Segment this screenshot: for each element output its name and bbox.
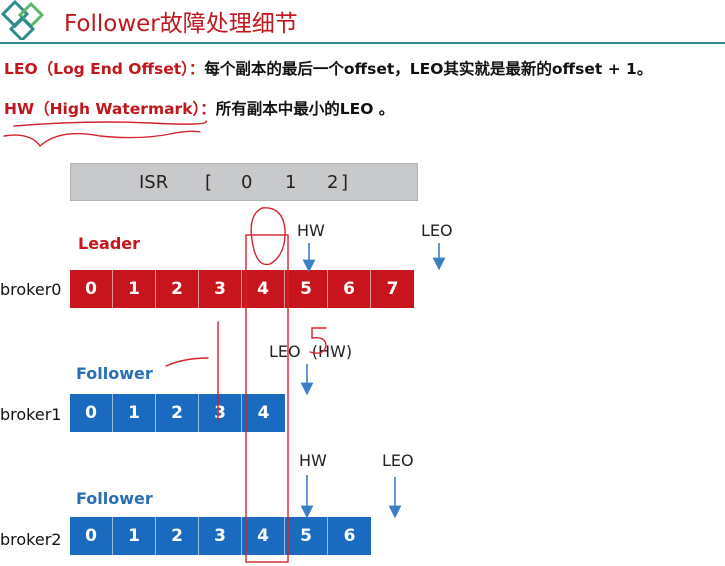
- broker2-log: 0 1 2 3 4 5 6: [70, 517, 371, 555]
- column4-highlight-box: [245, 234, 289, 563]
- definition-hw-term: HW（High Watermark）：: [4, 100, 216, 118]
- offset-cell: 0: [70, 270, 113, 308]
- offset-cell: 1: [113, 394, 156, 432]
- isr-bar: ISR [ 0 1 2 ]: [70, 163, 418, 201]
- definition-leo: LEO（Log End Offset）：每个副本的最后一个offset，LEO其…: [4, 57, 652, 79]
- leader-hw-label: HW: [297, 221, 325, 240]
- offset-cell: 0: [70, 517, 113, 555]
- broker2-label: broker2: [0, 530, 62, 549]
- hw-underline-stroke: [13, 120, 207, 127]
- offset-cell: 4: [242, 517, 285, 555]
- isr-close-bracket: ]: [341, 172, 349, 193]
- offset-cell: 5: [285, 270, 328, 308]
- offset-cell: 4: [242, 270, 285, 308]
- follower2-hw-label: HW: [299, 451, 327, 470]
- offset-cell: 2: [156, 517, 199, 555]
- follower2-leo-label: LEO: [382, 451, 414, 470]
- definition-hw-text: 所有副本中最小的LEO 。: [215, 100, 395, 118]
- follower1-role-label: Follower: [76, 364, 153, 383]
- offset-cell: 6: [328, 517, 371, 555]
- offset-cell: 0: [70, 394, 113, 432]
- diamond-logo-icon: [0, 0, 45, 40]
- hw-underline-swirl: [3, 130, 201, 148]
- offset-cell: 2: [156, 394, 199, 432]
- follower2-role-label: Follower: [76, 489, 153, 508]
- broker1-log: 0 1 2 3 4: [70, 394, 285, 432]
- isr-member: 1: [285, 172, 297, 193]
- definition-leo-term: LEO（Log End Offset）：: [4, 60, 205, 78]
- isr-member: 2: [327, 172, 339, 193]
- offset-cell: 5: [285, 517, 328, 555]
- broker0-log: 0 1 2 3 4 5 6 7: [70, 270, 414, 308]
- handwritten-5: [309, 327, 327, 354]
- isr-open-bracket: [: [205, 172, 213, 193]
- isr-member: 0: [241, 172, 253, 193]
- offset-cell: 6: [328, 270, 371, 308]
- slide-title: Follower故障处理细节: [64, 11, 298, 37]
- leader-leo-label: LEO: [421, 221, 453, 240]
- leader-role-label: Leader: [78, 234, 141, 253]
- offset-cell: 1: [113, 517, 156, 555]
- follower1-leo-text: LEO: [269, 342, 301, 361]
- lag-mark-tick: [165, 357, 209, 367]
- follower1-hw-suffix: (HW): [311, 342, 353, 361]
- definition-leo-text: 每个副本的最后一个offset，LEO其实就是最新的offset + 1。: [204, 60, 653, 78]
- offset-cell: 3: [199, 394, 242, 432]
- offset-cell: 7: [371, 270, 414, 308]
- header-divider: [0, 42, 725, 44]
- offset-cell: 3: [199, 517, 242, 555]
- broker1-label: broker1: [0, 405, 62, 424]
- offset4-circle: [250, 207, 286, 266]
- broker0-label: broker0: [0, 280, 62, 299]
- offset-cell: 3: [199, 270, 242, 308]
- definition-hw: HW（High Watermark）：所有副本中最小的LEO 。: [4, 97, 394, 119]
- isr-label: ISR: [139, 172, 169, 193]
- offset-cell: 2: [156, 270, 199, 308]
- offset-cell: 1: [113, 270, 156, 308]
- offset-cell: 4: [242, 394, 285, 432]
- follower1-leo-label: LEO (HW): [269, 342, 352, 361]
